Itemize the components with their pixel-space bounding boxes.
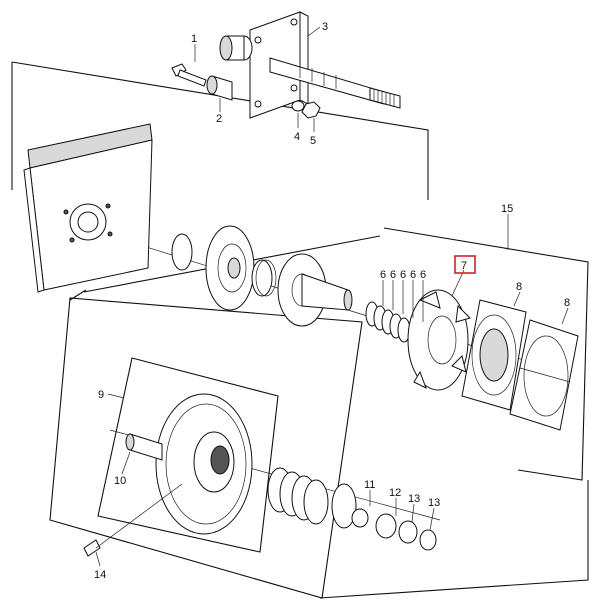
callout-7: 7 — [461, 260, 467, 272]
spring-cup — [331, 483, 357, 529]
callout-4: 4 — [294, 131, 300, 143]
bearing — [251, 259, 277, 297]
highlight-box — [454, 255, 476, 274]
bracket-plate — [23, 123, 153, 293]
bolt — [171, 63, 207, 87]
nut-13a — [398, 520, 418, 544]
compression-spring — [267, 467, 329, 525]
nut-13b — [419, 529, 437, 551]
spacer-ring — [171, 233, 193, 271]
pin — [125, 433, 163, 461]
callout-14: 14 — [94, 569, 106, 581]
flat-washer — [351, 508, 369, 528]
callout-8b: 8 — [564, 297, 570, 309]
callout-9: 9 — [98, 389, 104, 401]
callout-13b: 13 — [428, 497, 440, 509]
clutch-driver — [407, 289, 471, 391]
callout-15: 15 — [501, 203, 513, 215]
callout-3: 3 — [322, 21, 328, 33]
callout-6b: 6 — [390, 269, 396, 281]
leader-lines — [95, 26, 569, 567]
clutch-assembly-frame — [383, 227, 589, 481]
mounting-plate-shaft — [219, 11, 401, 119]
friction-disc-2 — [509, 319, 579, 431]
bushing — [206, 75, 233, 101]
callout-8a: 8 — [516, 281, 522, 293]
callout-11: 11 — [364, 479, 375, 491]
large-sprocket — [155, 393, 253, 535]
upper-sprocket — [205, 225, 255, 311]
nut — [301, 101, 321, 119]
callout-6e: 6 — [420, 269, 426, 281]
callout-6d: 6 — [410, 269, 416, 281]
grease-fitting — [83, 539, 101, 557]
inner-sprocket-frame — [97, 357, 279, 553]
callout-1: 1 — [191, 33, 197, 45]
clutch-springs — [365, 301, 411, 343]
upper-frame — [11, 61, 429, 200]
callout-13a: 13 — [408, 493, 420, 505]
hub-flange — [277, 253, 353, 327]
callout-6a: 6 — [380, 269, 386, 281]
callout-6c: 6 — [400, 269, 406, 281]
washer — [291, 100, 305, 112]
callout-5: 5 — [310, 135, 316, 147]
friction-disc-1 — [461, 299, 527, 411]
callout-10: 10 — [114, 475, 126, 487]
callout-2: 2 — [216, 113, 222, 125]
washer-12 — [375, 513, 397, 539]
callout-12: 12 — [389, 487, 401, 499]
